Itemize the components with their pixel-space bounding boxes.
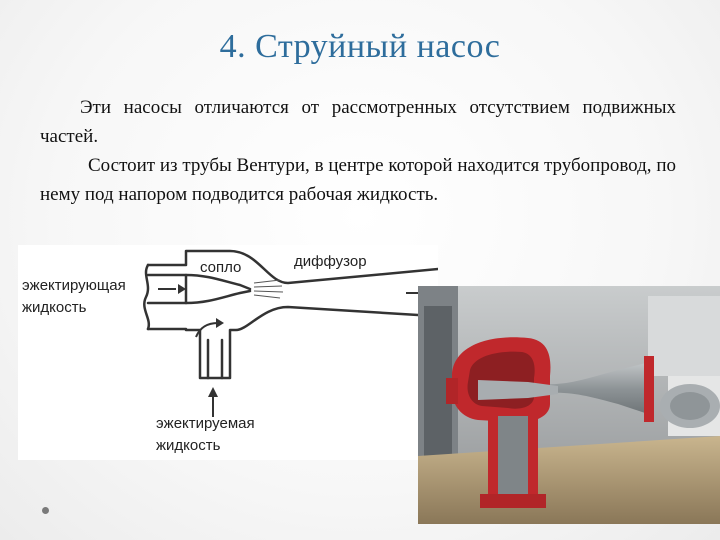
slide-title: 4. Струйный насос: [219, 28, 501, 65]
jet-pump-diagram: сопло диффузор эжектирующая жидкость эже…: [18, 245, 438, 460]
jet-spray-lines: [253, 279, 284, 299]
body-outer-bottom: [184, 305, 420, 380]
photo-illustration: [418, 286, 720, 524]
bullet-dot-icon: [42, 507, 49, 514]
paragraph-1: Эти насосы отличаются от рассмотренных о…: [40, 97, 676, 147]
body-outer-top: [146, 249, 438, 285]
nozzle-bottom: [146, 289, 252, 305]
label-ejected-line-2: жидкость: [156, 437, 221, 454]
flow-arrows: [158, 284, 423, 417]
nozzle-top: [146, 273, 252, 291]
slide-body: Эти насосы отличаются от рассмотренных о…: [40, 93, 676, 209]
diagram-drawing: [143, 249, 438, 417]
paragraph-2: Состоит из трубы Вентури, в центре котор…: [40, 155, 676, 205]
label-diffuser: диффузор: [294, 253, 367, 270]
suction-pipe-inner: [206, 338, 224, 380]
label-ejecting-line-2: жидкость: [22, 299, 87, 316]
label-ejected-line-1: эжектируемая: [156, 415, 255, 432]
label-nozzle: сопло: [200, 259, 242, 276]
pump-cutaway-photo: [418, 286, 720, 524]
label-ejecting-line-1: эжектирующая: [22, 277, 126, 294]
inlet-wave: [143, 263, 151, 331]
